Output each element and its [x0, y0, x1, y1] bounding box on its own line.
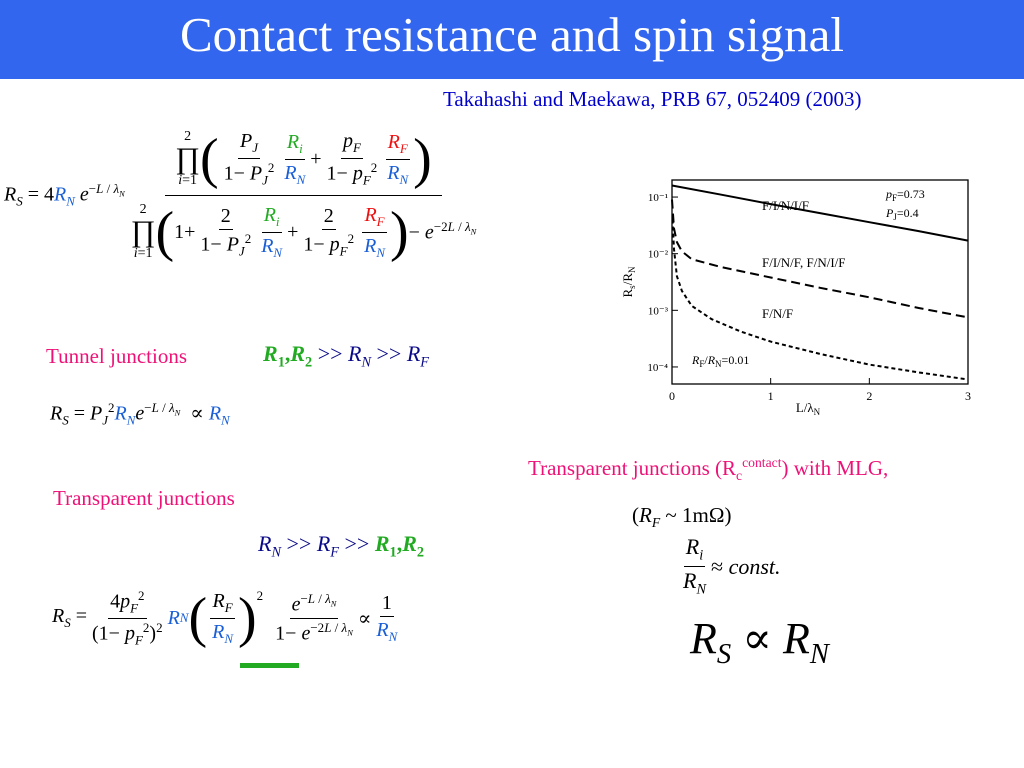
series-line-0: [671, 184, 969, 242]
y-axis-label: Rs/RN: [620, 266, 637, 297]
title-bar: [0, 0, 1024, 79]
series-label-fnf: F/N/F: [762, 306, 793, 321]
y-tick-label-2: 10⁻³: [648, 305, 669, 317]
tunnel-condition: R1,R2 >> RN >> RF: [263, 341, 430, 371]
x-tick-label-1: 1: [768, 389, 774, 403]
slide-title: Contact resistance and spin signal: [179, 7, 845, 62]
rs-vs-length-chart: 0 1 2 3 10⁻¹ 10⁻² 10⁻³ 10⁻⁴ F/I/N/I/F F/I/N/F, …: [620, 179, 971, 417]
transparent-condition: RN >> RF >> R1,R2: [258, 531, 425, 561]
series-label-finf: F/I/N/F, F/N/I/F: [762, 255, 845, 270]
tunnel-formula: RS = PJ2RNe−L / λN ∝ RN: [50, 400, 230, 428]
reference-citation: Takahashi and Maekawa, PRB 67, 052409 (2…: [443, 87, 862, 111]
x-axis-label: L/λN: [796, 400, 821, 417]
rs-proportional-rn: RS ∝ RN: [690, 614, 829, 670]
y-tick-label-0: 10⁻¹: [648, 192, 668, 204]
mlg-label: Transparent junctions (Rccontact) with M…: [528, 455, 889, 484]
x-tick-label-3: 3: [965, 389, 971, 403]
annotation-pf: pF=0.73: [885, 187, 925, 203]
series-line-2: [671, 219, 969, 381]
annotation-rf: RF/RN=0.01: [691, 353, 749, 369]
rf-value: (RF ~ 1mΩ): [632, 503, 732, 531]
x-tick-label-0: 0: [669, 389, 675, 403]
x-tick-label-2: 2: [866, 389, 872, 403]
green-underline: [240, 663, 299, 668]
y-tick-label-1: 10⁻²: [648, 249, 669, 261]
y-tick-label-3: 10⁻⁴: [647, 362, 668, 374]
tunnel-junctions-label: Tunnel junctions: [46, 344, 187, 368]
plot-frame: [671, 179, 969, 385]
annotation-pj: PJ=0.4: [885, 206, 919, 222]
series-label-fina: F/I/N/I/F: [762, 198, 809, 213]
transparent-junctions-label: Transparent junctions: [53, 486, 235, 510]
